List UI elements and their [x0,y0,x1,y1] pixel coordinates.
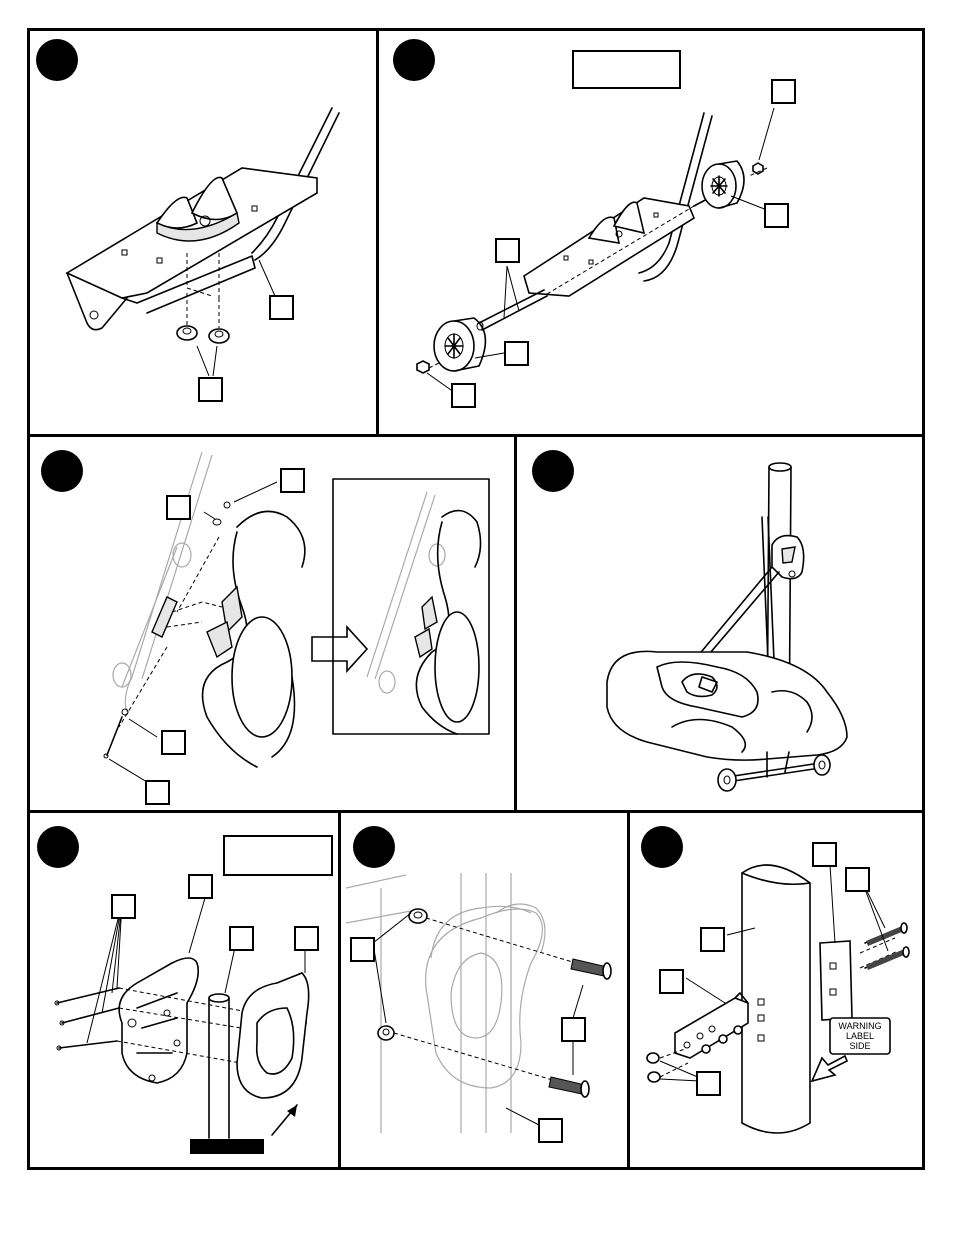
panel-step-6 [341,813,630,1170]
part-callout-box [504,341,529,366]
part-callout-box [111,894,136,919]
panel-step-1 [27,28,379,437]
part-callout-box [451,383,476,408]
part-callout-box [350,937,375,962]
bracket-halves-illustration [27,813,341,1170]
part-callout-box [269,295,294,320]
part-callout-box [166,495,191,520]
wheel-axle-illustration [379,28,925,437]
warning-label-line-2: LABEL [830,1031,890,1041]
part-callout-box [700,927,725,952]
part-callout-box [294,926,319,951]
warning-label-text: WARNING LABEL SIDE [830,1021,890,1051]
part-callout-box [280,468,305,493]
part-callout-box [161,730,186,755]
part-callout-box [845,867,870,892]
part-callout-box [771,79,796,104]
bracket-bolt-illustration [341,813,630,1170]
panel-step-7: WARNING LABEL SIDE [630,813,925,1170]
part-callout-box [198,377,223,402]
part-callout-box [659,969,684,994]
part-callout-box [538,1118,563,1143]
panel-step-3 [27,437,517,813]
panel-step-4 [517,437,925,813]
part-callout-box [495,238,520,263]
panel-step-5 [27,813,341,1170]
warning-label-line-1: WARNING [830,1021,890,1031]
panel-step-2 [379,28,925,437]
assembled-base-illustration [517,437,925,813]
part-callout-box [764,203,789,228]
part-callout-box [812,842,837,867]
part-callout-box [561,1017,586,1042]
warning-label-line-3: SIDE [830,1041,890,1051]
part-callout-box [145,780,170,805]
part-callout-box [229,926,254,951]
base-plate-illustration [27,28,379,437]
part-callout-box [696,1071,721,1096]
part-callout-box [188,874,213,899]
base-attach-illustration [27,437,517,813]
